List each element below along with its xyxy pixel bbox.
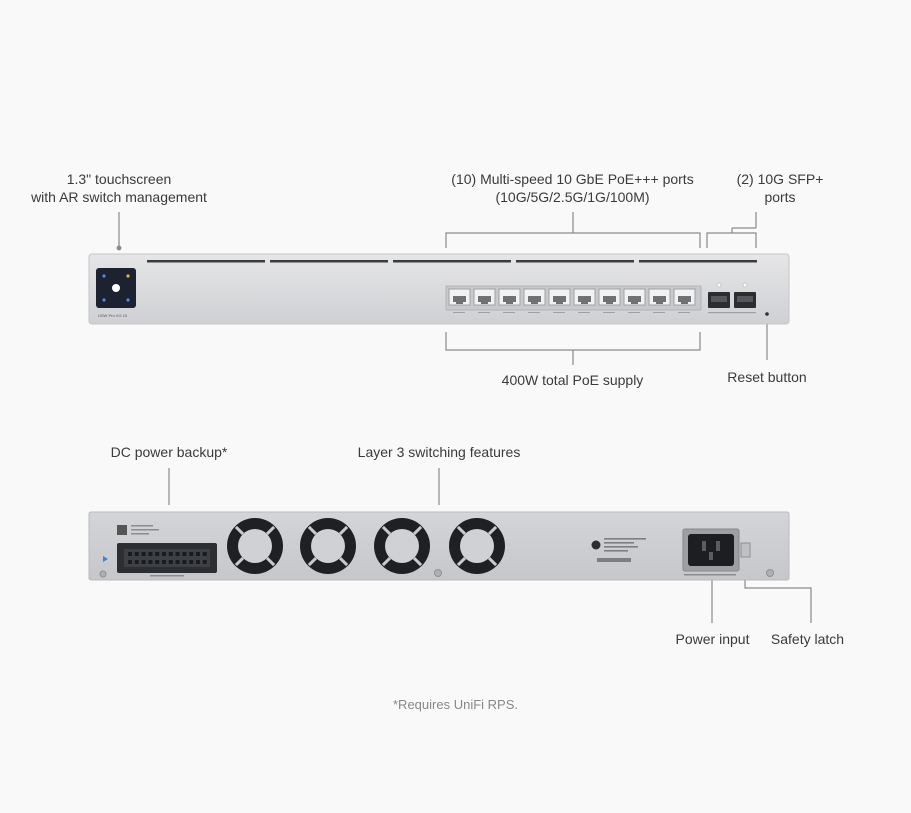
sfp-ports-label: (2) 10G SFP+ ports (736, 171, 824, 205)
reset-button-label: Reset button (727, 369, 807, 385)
poe-ports-label: (10) Multi-speed 10 GbE PoE+++ ports (10… (451, 171, 694, 205)
rear-callouts (168, 468, 812, 623)
front-panel: USW Pro XG 10 (88, 253, 790, 325)
rj45-port (648, 288, 671, 313)
fan (449, 518, 505, 574)
reset-button[interactable] (765, 312, 769, 316)
safety-latch-label: Safety latch (770, 631, 845, 647)
rear-panel (88, 511, 790, 581)
fan (300, 518, 356, 574)
layer3-label: Layer 3 switching features (357, 444, 521, 460)
fans (227, 518, 505, 574)
safety-latch (740, 542, 751, 558)
rj45-port (673, 288, 696, 313)
sfp-ports (708, 282, 756, 314)
rj45-port (623, 288, 646, 313)
rj45-port (498, 288, 521, 313)
rj45-port (448, 288, 471, 313)
power-input-label: Power input (675, 631, 750, 647)
poe-supply-label: 400W total PoE supply (501, 372, 644, 388)
footnote: *Requires UniFi RPS. (393, 697, 518, 712)
rj45-ports (448, 288, 696, 313)
rj45-port (598, 288, 621, 313)
rj45-port (548, 288, 571, 313)
rj45-port (473, 288, 496, 313)
rj45-port (573, 288, 596, 313)
dc-power-label: DC power backup* (110, 444, 228, 460)
rj45-port (523, 288, 546, 313)
touchscreen-label: 1.3" touchscreen with AR switch manageme… (31, 171, 207, 205)
fan (374, 518, 430, 574)
model-text: USW Pro XG 10 (98, 313, 128, 318)
front-callouts (116, 212, 768, 365)
fan (227, 518, 283, 574)
